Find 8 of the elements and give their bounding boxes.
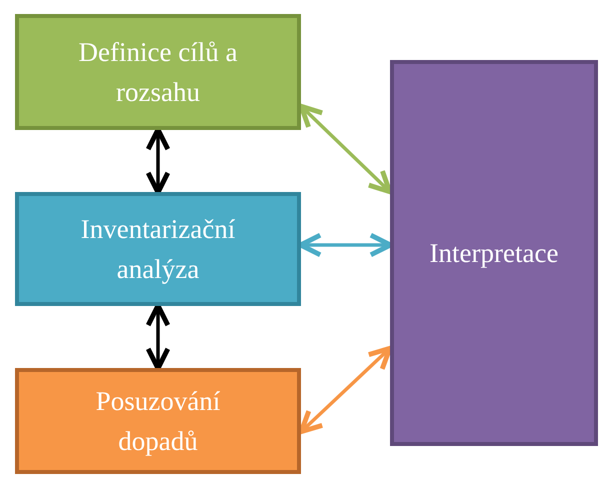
process-box xyxy=(15,14,301,130)
process-box xyxy=(390,60,598,446)
box-label: Inventarizační analýza xyxy=(80,212,236,286)
box-label: Definice cílů a rozsahu xyxy=(78,36,238,109)
box-label: Interpretace xyxy=(430,236,558,270)
process-box xyxy=(15,192,301,306)
box-label: Posuzování dopadů xyxy=(94,384,222,458)
process-box xyxy=(15,368,301,474)
